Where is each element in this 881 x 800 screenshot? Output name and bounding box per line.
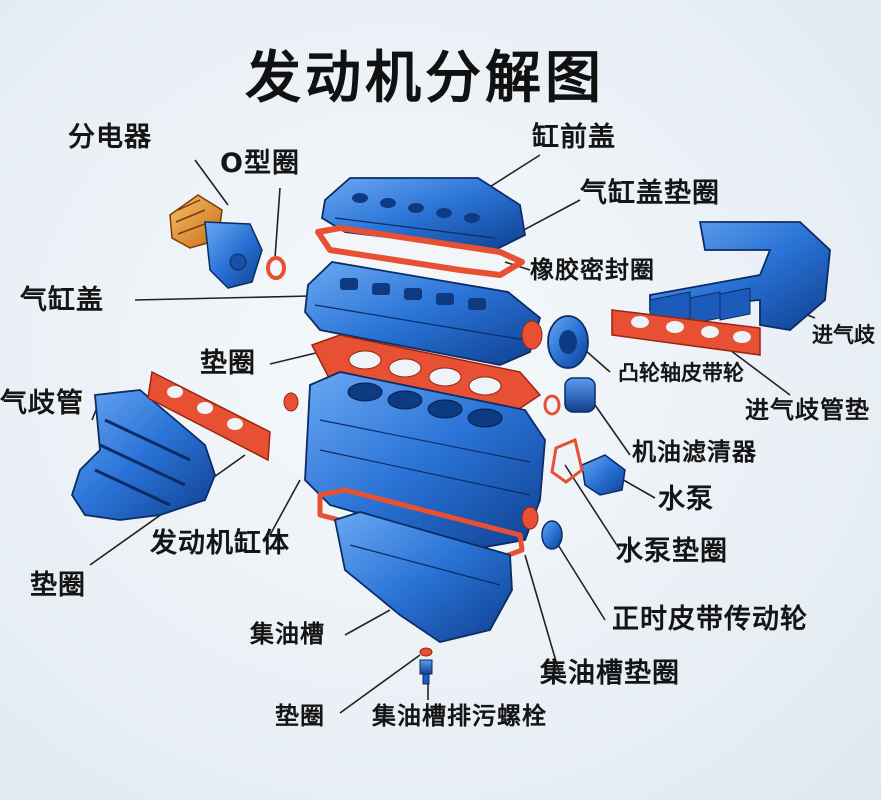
distributor-part bbox=[169, 194, 263, 289]
label-gasket-head: 垫圈 bbox=[200, 348, 256, 379]
valve-cover-gasket-part bbox=[315, 225, 525, 278]
diagram-title: 发动机分解图 bbox=[245, 45, 605, 111]
label-intake-manifold-gasket: 进气歧管垫 bbox=[745, 396, 870, 424]
camshaft-pulley-part bbox=[547, 315, 589, 369]
label-front-cover: 缸前盖 bbox=[532, 122, 616, 153]
oil-pan-gasket-part bbox=[317, 487, 525, 563]
label-distributor: 分电器 bbox=[68, 122, 152, 153]
label-valve-cover-gasket: 气缸盖垫圈 bbox=[580, 178, 720, 209]
label-rubber-seal: 橡胶密封圈 bbox=[530, 256, 655, 284]
exhaust-gasket-part bbox=[147, 370, 271, 462]
label-intake-manifold: 进气歧 bbox=[812, 323, 875, 347]
o-ring-part bbox=[266, 256, 286, 280]
intake-manifold-part bbox=[649, 221, 831, 331]
label-engine-block: 发动机缸体 bbox=[150, 528, 290, 559]
label-cylinder-head: 气缸盖 bbox=[20, 285, 104, 316]
oil-pan-part bbox=[333, 511, 513, 643]
label-timing-pulley: 正时皮带传动轮 bbox=[612, 604, 808, 635]
label-gasket-drain: 垫圈 bbox=[275, 702, 325, 730]
label-water-pump-gasket: 水泵垫圈 bbox=[616, 536, 728, 567]
timing-pulley-part bbox=[541, 520, 563, 550]
engine-block-part bbox=[283, 371, 546, 549]
label-oil-filter: 机油滤清器 bbox=[632, 438, 757, 466]
oil-filter-part bbox=[543, 377, 596, 416]
water-pump-part bbox=[550, 437, 626, 496]
exhaust-manifold-part bbox=[71, 389, 216, 521]
intake-gasket-part bbox=[611, 309, 761, 356]
label-oil-pan-gasket: 集油槽垫圈 bbox=[540, 658, 680, 689]
label-water-pump: 水泵 bbox=[658, 484, 714, 515]
label-exhaust-manifold: 气歧管 bbox=[0, 388, 84, 419]
label-gasket-left: 垫圈 bbox=[30, 570, 86, 601]
drain-gasket-part bbox=[419, 647, 433, 657]
drain-bolt-part bbox=[419, 659, 433, 685]
label-oil-pan: 集油槽 bbox=[250, 620, 325, 648]
cylinder-head-part bbox=[304, 261, 543, 366]
label-drain-bolt: 集油槽排污螺栓 bbox=[372, 702, 547, 730]
label-camshaft-pulley: 凸轮轴皮带轮 bbox=[618, 361, 744, 385]
label-o-ring: O型圈 bbox=[220, 148, 300, 179]
